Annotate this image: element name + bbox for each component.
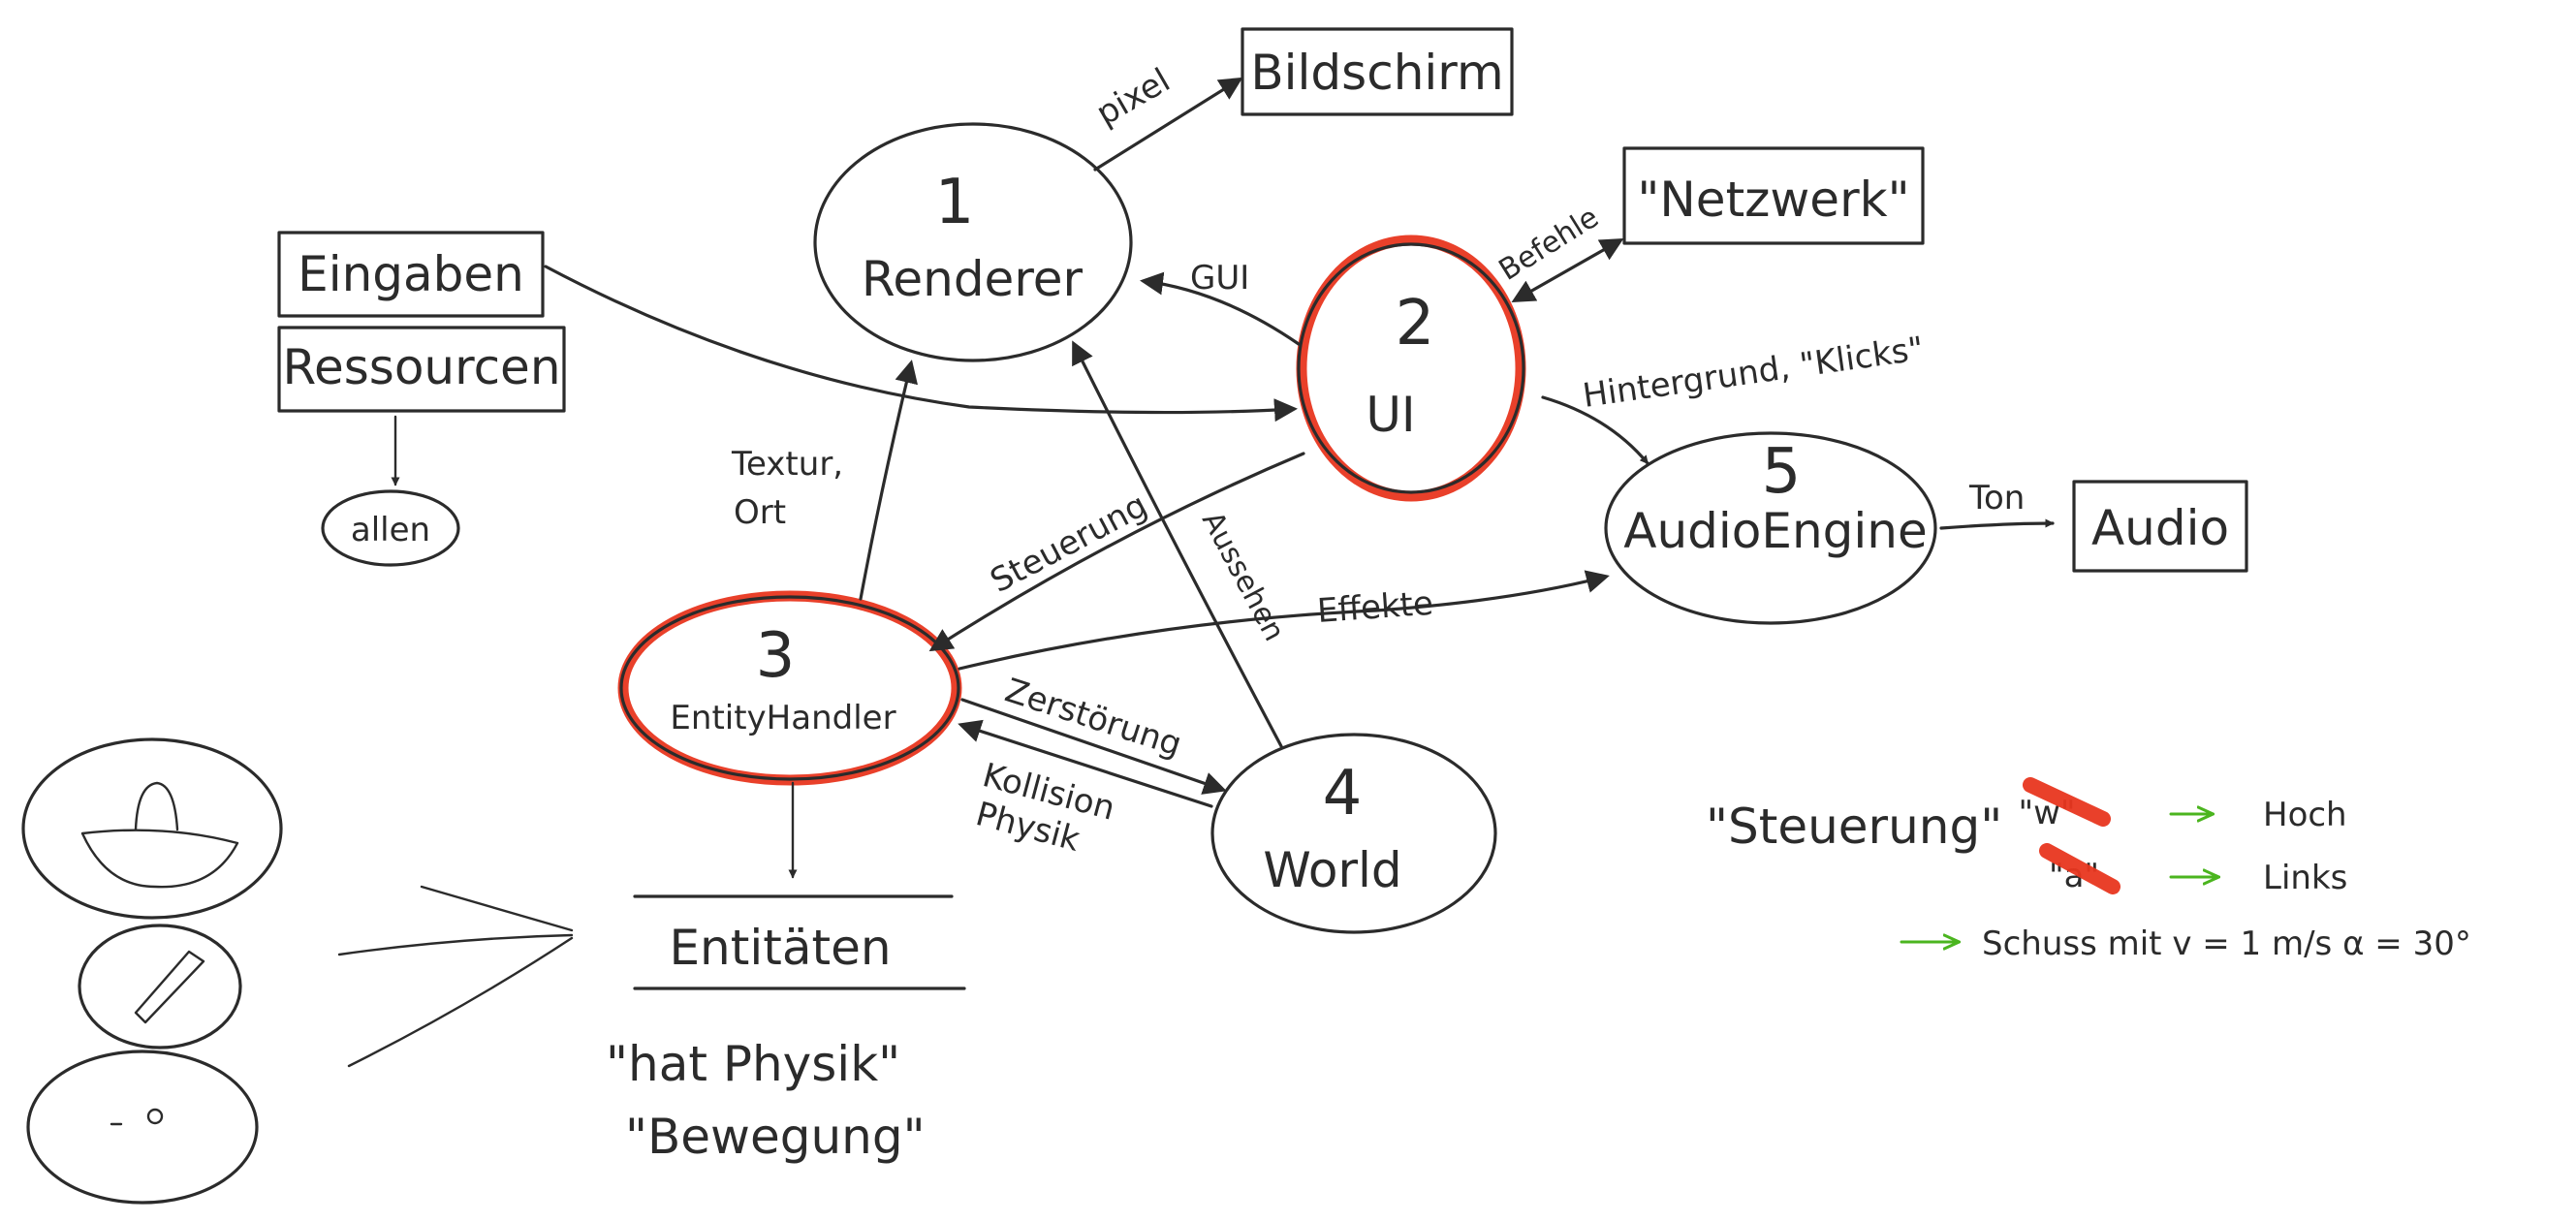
box-audio-label: Audio	[2091, 500, 2229, 556]
box-ressourcen-label: Ressourcen	[282, 339, 560, 395]
control-legend: "Steuerung" "w" Hoch "a" Links Schuss mi…	[1706, 777, 2471, 963]
edge-label-steuerung: Steuerung	[984, 486, 1153, 601]
sketch-bullet-icon	[26, 1050, 259, 1205]
edge-audio-engine-audio	[1939, 518, 2055, 530]
edge-label-zerstoerung: Zerstörung	[1000, 672, 1186, 765]
node-world-name: World	[1263, 842, 1401, 898]
edge-renderer-bildschirm	[1093, 77, 1243, 172]
box-eingaben-label: Eingaben	[298, 246, 524, 302]
node-ui: 2 UI	[1296, 235, 1526, 502]
edge-label-pixel: pixel	[1090, 61, 1178, 134]
node-entity-handler-name: EntityHandler	[670, 699, 895, 737]
box-netzwerk: "Netzwerk"	[1622, 146, 1925, 245]
node-ui-number: 2	[1396, 288, 1435, 360]
ui-highlight	[1296, 235, 1526, 502]
legend-title: "Steuerung"	[1706, 799, 2002, 855]
node-renderer: 1 Renderer	[813, 122, 1133, 362]
node-audio-engine-number: 5	[1762, 436, 1802, 508]
legend-key-a-strike	[2039, 843, 2120, 894]
edge-ui-audio	[1541, 395, 1649, 465]
node-ui-name: UI	[1366, 387, 1415, 443]
edge-label-ton: Ton	[1968, 479, 2025, 517]
edge-ui-renderer	[1140, 271, 1301, 346]
box-ressourcen: Ressourcen	[277, 326, 566, 413]
node-renderer-number: 1	[935, 167, 975, 238]
allen-node: allen	[321, 489, 460, 567]
edge-world-entity	[958, 719, 1213, 808]
edge-eingaben-ui	[544, 265, 1298, 423]
edge-label-textur: Textur,	[731, 445, 843, 484]
legend-key-w-strike	[2023, 777, 2111, 827]
node-renderer-name: Renderer	[862, 251, 1084, 307]
entities-title: Entitäten	[669, 920, 891, 976]
edge-entity-audio	[958, 570, 1610, 671]
node-audio-engine-name: AudioEngine	[1623, 503, 1927, 559]
box-bildschirm: Bildschirm	[1241, 27, 1514, 116]
node-audio-engine: 5 AudioEngine	[1604, 431, 1937, 625]
box-netzwerk-label: "Netzwerk"	[1637, 172, 1909, 228]
node-entity-handler-number: 3	[756, 620, 796, 692]
edge-world-renderer	[1072, 340, 1283, 748]
node-world-number: 4	[1323, 758, 1363, 830]
entities-prop-movement: "Bewegung"	[625, 1109, 926, 1165]
node-world: 4 World	[1210, 733, 1497, 934]
edge-label-befehle: Befehle	[1493, 201, 1605, 288]
edge-ui-entity	[928, 452, 1305, 652]
legend-action-up: Hoch	[2263, 796, 2347, 834]
sketch-player-icon	[21, 737, 283, 920]
box-audio: Audio	[2072, 480, 2248, 573]
node-entity-handler: 3 EntityHandler	[617, 590, 962, 786]
edge-label-gui: GUI	[1190, 259, 1249, 298]
edge-entity-world	[960, 698, 1227, 795]
legend-action-left: Links	[2263, 859, 2347, 897]
sketch-object-icon	[78, 924, 242, 1050]
edge-entity-renderer	[859, 360, 919, 601]
legend-shot: Schuss mit v = 1 m/s α = 30°	[1982, 924, 2471, 963]
edge-ui-netzwerk	[1511, 238, 1624, 302]
box-bildschirm-label: Bildschirm	[1250, 45, 1503, 101]
entities-block: Entitäten "hat Physik" "Bewegung"	[606, 894, 966, 1165]
entities-prop-physics: "hat Physik"	[606, 1036, 900, 1092]
box-eingaben: Eingaben	[277, 231, 545, 318]
edge-label-ort: Ort	[734, 493, 786, 532]
sketch-connector-lines	[337, 885, 574, 1068]
allen-label: allen	[351, 511, 430, 549]
edge-label-hintergrund: Hintergrund, "Klicks"	[1581, 329, 1927, 416]
edge-label-effekte: Effekte	[1316, 584, 1434, 631]
